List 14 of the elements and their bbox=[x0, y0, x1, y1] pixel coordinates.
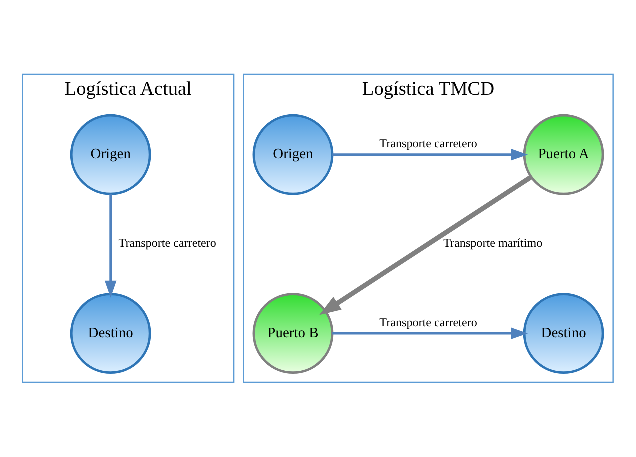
edge-label: Transporte carretero bbox=[380, 136, 478, 151]
node-circle: Puerto A bbox=[523, 114, 604, 196]
arrow bbox=[319, 175, 532, 316]
arrow bbox=[332, 328, 528, 340]
edge-label: Transporte carretero bbox=[118, 236, 216, 250]
node-circle: Origen bbox=[252, 114, 334, 196]
arrow bbox=[332, 148, 528, 161]
edge-label: Transporte carretero bbox=[380, 315, 478, 330]
node-circle: Destino bbox=[523, 293, 604, 374]
node-circle: Origen bbox=[70, 114, 152, 196]
node-circle: Destino bbox=[70, 293, 152, 374]
edge-label: Transporte marítimo bbox=[444, 236, 543, 250]
node-circle: Puerto B bbox=[252, 293, 334, 374]
arrow bbox=[104, 194, 117, 298]
